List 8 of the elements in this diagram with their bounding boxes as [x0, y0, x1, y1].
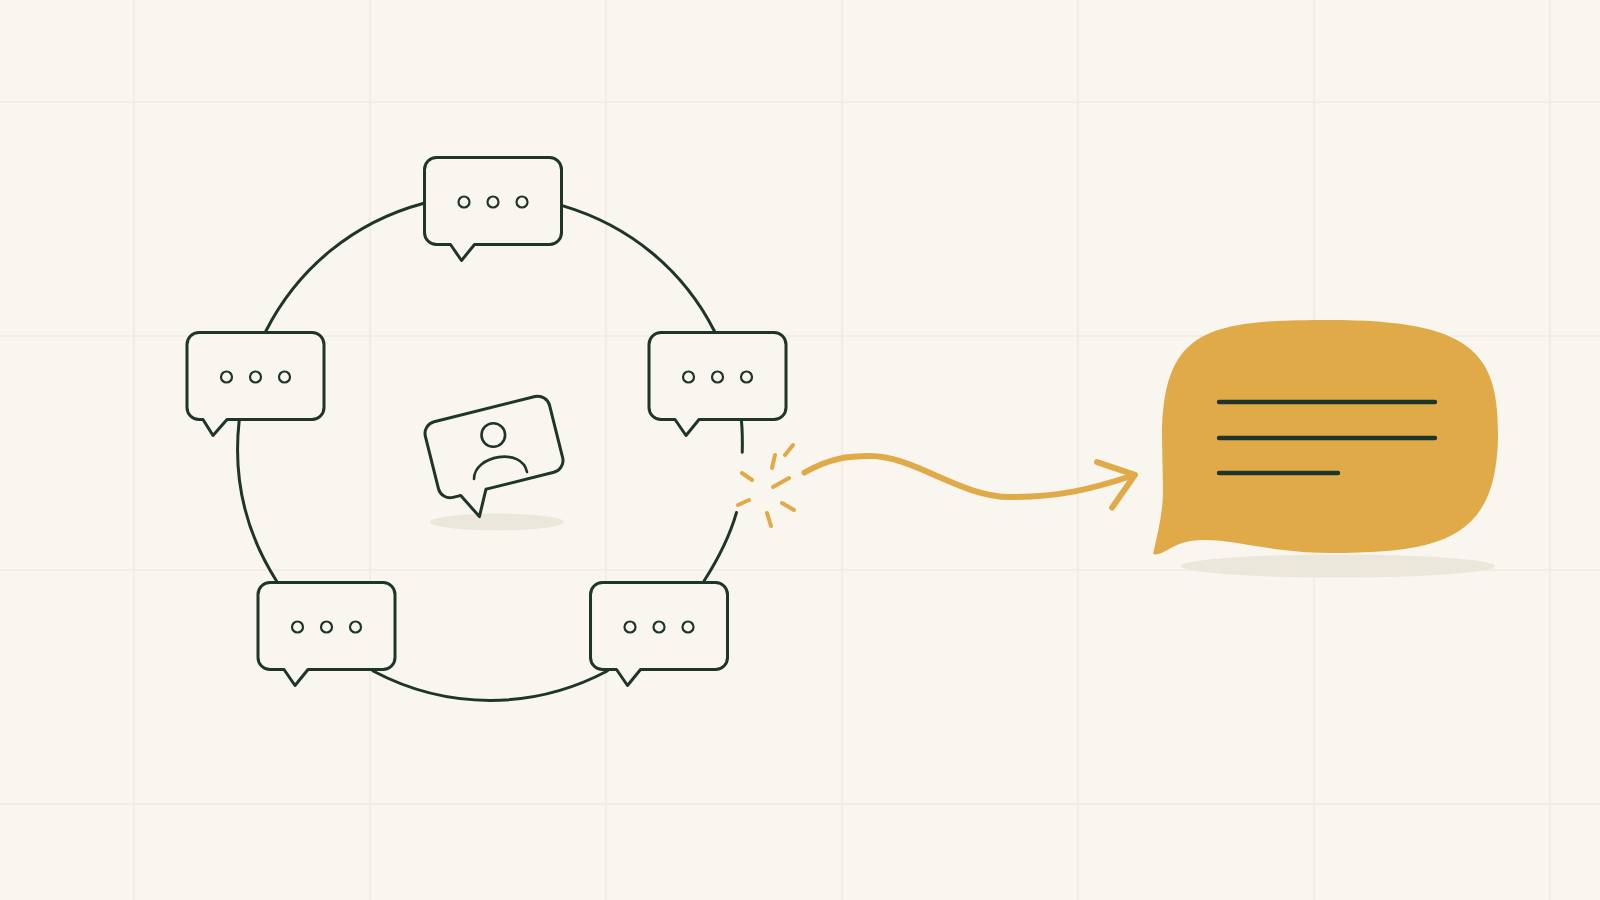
ring-line: [561, 204, 716, 333]
wavy-arrow: [801, 453, 1138, 511]
ring-line: [264, 201, 425, 333]
ring-line: [702, 511, 738, 583]
ring-line: [739, 419, 744, 454]
spark-burst: [736, 443, 796, 528]
ring-line: [371, 669, 609, 702]
ring-line: [236, 419, 279, 583]
